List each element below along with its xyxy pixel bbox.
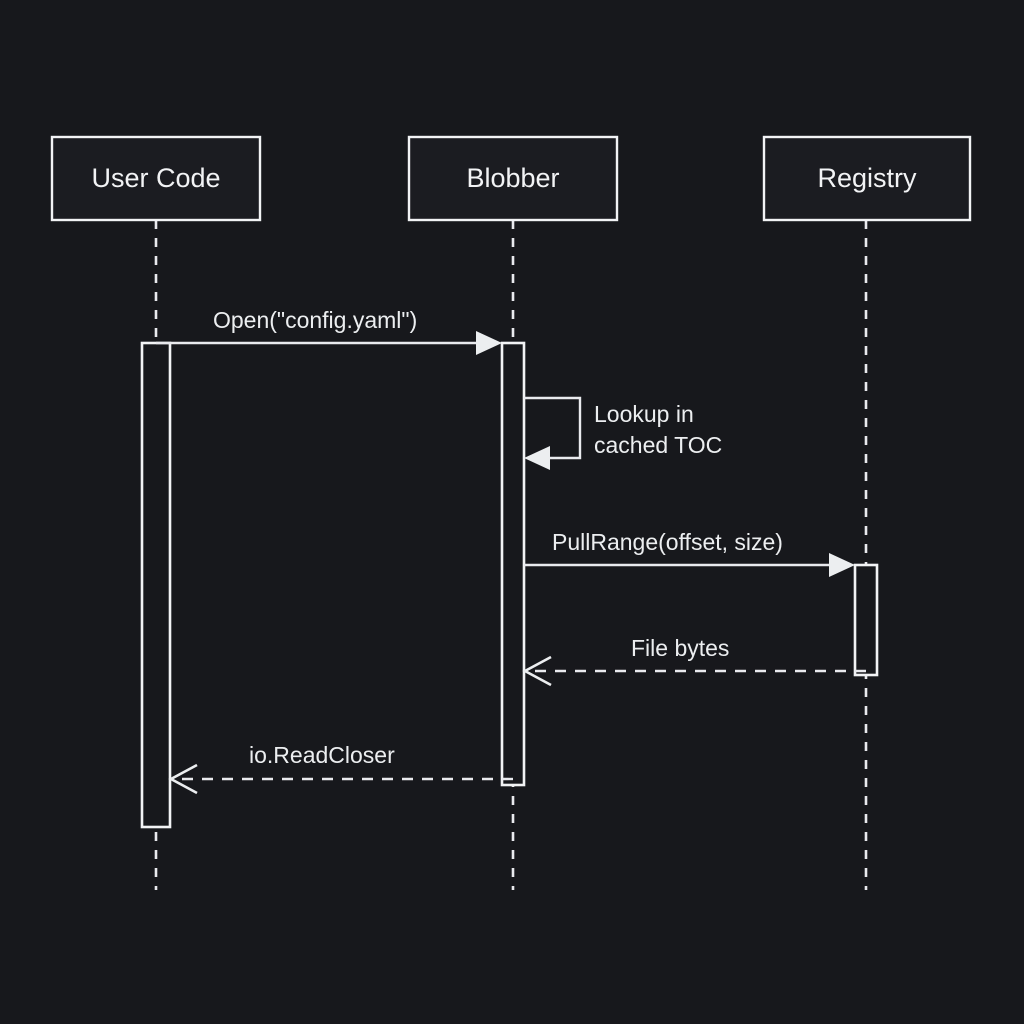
arrowhead-filled-open-config — [476, 331, 502, 355]
message-pull-range: PullRange(offset, size) — [524, 529, 855, 577]
message-lookup-cached-toc: Lookup in cached TOC — [524, 396, 722, 470]
activation-bar-user-code — [140, 341, 172, 829]
participant-label-blobber: Blobber — [466, 163, 559, 193]
message-label-lookup-cached-toc-line2: cached TOC — [594, 432, 722, 458]
participant-box-user-code[interactable] — [50, 135, 262, 222]
participant-user-code[interactable]: User Code — [50, 135, 262, 222]
message-file-bytes: File bytes — [522, 635, 866, 687]
arrowhead-open-file-bytes — [522, 655, 552, 687]
participant-label-registry: Registry — [817, 163, 917, 193]
arrowhead-open-io-readcloser — [168, 763, 198, 795]
message-io-readcloser: io.ReadCloser — [168, 742, 513, 795]
arrowhead-filled-lookup-cached-toc — [524, 446, 550, 470]
activation-bar-blobber — [500, 341, 526, 787]
message-label-file-bytes: File bytes — [631, 635, 729, 661]
message-open-config: Open("config.yaml") — [156, 307, 502, 355]
arrowhead-filled-pull-range — [829, 553, 855, 577]
participant-box-registry[interactable] — [762, 135, 972, 222]
participant-blobber[interactable]: Blobber — [407, 135, 619, 222]
message-label-lookup-cached-toc-line1: Lookup in — [594, 401, 694, 427]
message-label-open-config: Open("config.yaml") — [213, 307, 417, 333]
message-line-lookup-cached-toc — [524, 396, 582, 460]
participant-registry[interactable]: Registry — [762, 135, 972, 222]
activation-bars — [140, 341, 879, 829]
message-label-io-readcloser: io.ReadCloser — [249, 742, 395, 768]
participant-box-blobber[interactable] — [407, 135, 619, 222]
participant-label-user-code: User Code — [91, 163, 220, 193]
activation-bar-registry — [853, 563, 879, 677]
message-label-pull-range: PullRange(offset, size) — [552, 529, 783, 555]
